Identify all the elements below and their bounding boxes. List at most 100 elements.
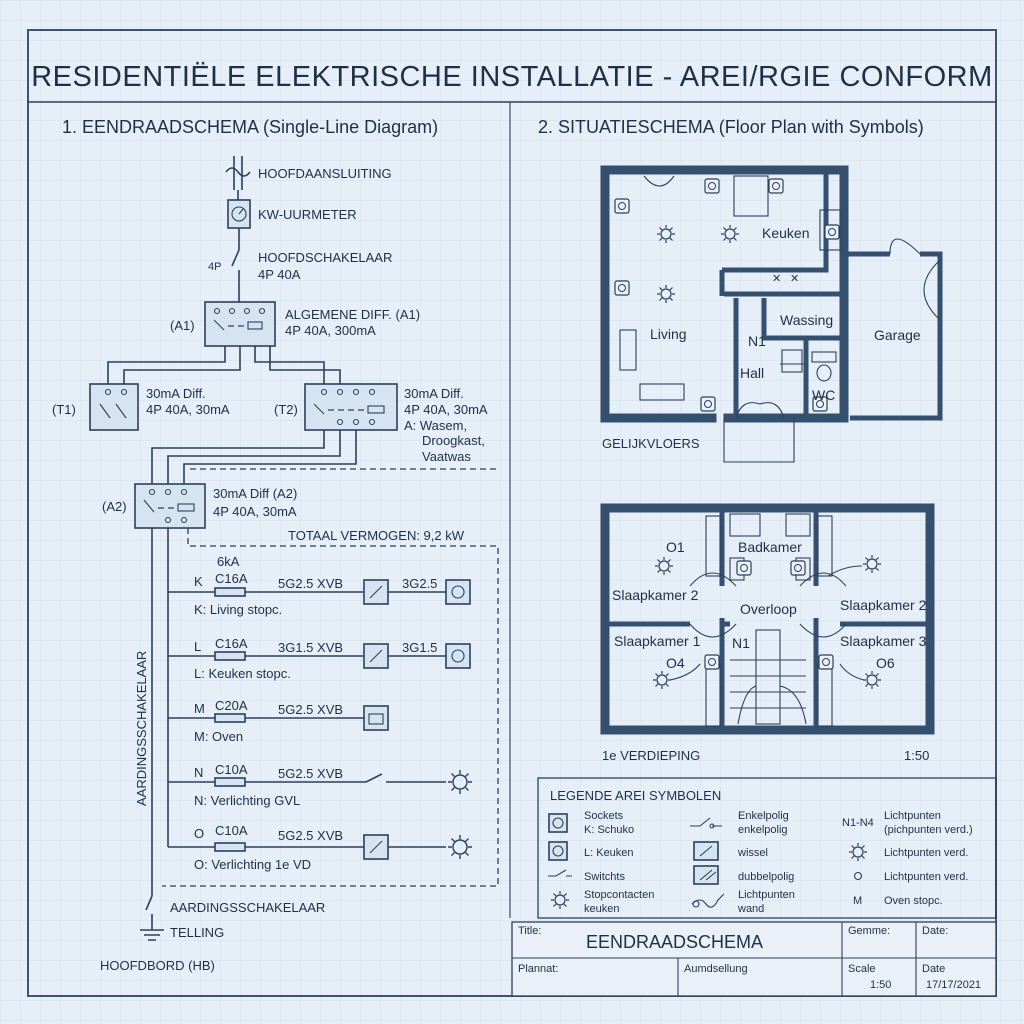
rcd-a1-tag: (A1) — [170, 318, 195, 333]
svg-text:N: N — [194, 765, 203, 780]
svg-text:O: O — [194, 826, 204, 841]
rcd-a2-tag: (A2) — [102, 499, 127, 514]
circuit-o: O C10A 5G2.5 XVB O: Verlichting 1e VD — [168, 823, 473, 872]
svg-text:C10A: C10A — [215, 823, 248, 838]
svg-text:Lichtpunten verd.: Lichtpunten verd. — [884, 847, 968, 859]
svg-text:3G1.5 XVB: 3G1.5 XVB — [278, 640, 343, 655]
svg-text:K: K — [194, 574, 203, 589]
rcd-t2-label: 30mA Diff. — [404, 386, 464, 401]
main-board-label: HOOFDBORD (HB) — [100, 958, 215, 973]
earth-switch-label: AARDINGSSCHAKELAAR — [170, 900, 325, 915]
main-switch-label: HOOFDSCHAKELAAR — [258, 250, 392, 265]
kitchen-socket-legend-icon — [548, 841, 568, 861]
rcd-t2-rating: 4P 40A, 30mA — [404, 402, 488, 417]
svg-text:Sockets: Sockets — [584, 810, 624, 822]
floor-plans: 2. SITUATIESCHEMA (Floor Plan with Symbo… — [538, 117, 943, 763]
rcd-a2-rating: 4P 40A, 30mA — [213, 504, 297, 519]
svg-text:enkelpolig: enkelpolig — [738, 824, 788, 836]
room-living: Living — [650, 326, 687, 342]
room-garage: Garage — [874, 327, 921, 343]
svg-text:3G1.5: 3G1.5 — [402, 640, 437, 655]
rcd-t2-symbol — [304, 383, 398, 431]
room-slaapkamer-1: Slaapkamer 1 — [614, 633, 701, 649]
vertical-earth-label: AARDINGSSCHAKELAAR — [134, 651, 149, 806]
svg-text:wissel: wissel — [737, 847, 768, 859]
rcd-t2-tag: (T2) — [274, 402, 298, 417]
svg-text:✕: ✕ — [772, 273, 781, 285]
svg-text:3G2.5: 3G2.5 — [402, 576, 437, 591]
first-floor-plan: Badkamer O1 Slaapkamer 2 Overloop Slaapk… — [600, 503, 935, 763]
svg-text:M: Oven: M: Oven — [194, 729, 243, 744]
hoofdaansluiting-label: HOOFDAANSLUITING — [258, 166, 392, 181]
single-line-diagram: 1. EENDRAADSCHEMA (Single-Line Diagram) … — [52, 117, 499, 973]
oven-symbol — [363, 705, 389, 731]
ground-symbol — [140, 929, 164, 941]
svg-text:Lichtpunten: Lichtpunten — [738, 889, 795, 901]
rcd-t1-symbol — [89, 383, 139, 431]
circuit-n: N C10A 5G2.5 XVB N: Verlichting GVL — [168, 762, 473, 808]
socket-k-symbol — [445, 579, 471, 605]
circuit-l: L C16A 3G1.5 XVB 3G1.5 L: Keuken stopc. — [168, 636, 471, 681]
rcd-a2-label: 30mA Diff (A2) — [213, 486, 297, 501]
breaker-rating-ka: 6kA — [217, 554, 240, 569]
first-floor-label: 1e VERDIEPING — [602, 748, 700, 763]
svg-text:C20A: C20A — [215, 698, 248, 713]
svg-text:Enkelpolig: Enkelpolig — [738, 810, 789, 822]
legend: LEGENDE AREI SYMBOLEN Sockets K: Schuko … — [537, 777, 997, 919]
svg-text:N1-N4: N1-N4 — [842, 817, 874, 829]
svg-text:L: L — [194, 639, 201, 654]
telling-label: TELLING — [170, 925, 224, 940]
room-wc: WC — [812, 387, 835, 403]
room-slaapkamer-3: Slaapkamer 3 — [840, 633, 927, 649]
room-slaapkamer-2-right: Slaapkamer 2 — [840, 597, 927, 613]
svg-text:Oven stopc.: Oven stopc. — [884, 895, 943, 907]
main-switch-poles: 4P — [208, 261, 221, 273]
svg-text:5G2.5 XVB: 5G2.5 XVB — [278, 576, 343, 591]
room-badkamer: Badkamer — [738, 539, 802, 555]
ground-floor-plan: ✕ ✕ Keuken Living Wassing Garage N1 Hall… — [600, 165, 943, 463]
svg-text:5G2.5 XVB: 5G2.5 XVB — [278, 766, 343, 781]
ground-floor-label: GELIJKVLOERS — [602, 436, 700, 451]
main-switch-symbol — [231, 249, 240, 267]
svg-text:Stopcontacten: Stopcontacten — [584, 889, 654, 901]
supply-symbol — [225, 167, 251, 177]
lamp-tag-o4: O4 — [666, 655, 685, 671]
room-overloop: Overloop — [740, 601, 797, 617]
svg-text:N: Verlichting GVL: N: Verlichting GVL — [194, 793, 300, 808]
svg-text:Plannat:: Plannat: — [518, 963, 558, 975]
sheet-title: RESIDENTIËLE ELEKTRISCHE INSTALLATIE - A… — [31, 61, 993, 93]
svg-text:Switchts: Switchts — [584, 871, 625, 883]
svg-text:C16A: C16A — [215, 571, 248, 586]
rcd-t1-tag: (T1) — [52, 402, 76, 417]
svg-text:wand: wand — [737, 903, 764, 915]
room-slaapkamer-2-left: Slaapkamer 2 — [612, 587, 699, 603]
svg-text:K: Living stopc.: K: Living stopc. — [194, 602, 282, 617]
svg-text:Title:: Title: — [518, 925, 541, 937]
circuit-k: 6kA K C16A 5G2.5 XVB 3G2.5 K: Living sto… — [168, 554, 471, 617]
light-point-legend-icon — [853, 871, 863, 881]
svg-text:Lichtpunten: Lichtpunten — [884, 810, 941, 822]
svg-text:Scale: Scale — [848, 963, 876, 975]
lamp-tag-o1: O1 — [666, 539, 685, 555]
svg-text:M: M — [194, 701, 205, 716]
room-wassing: Wassing — [780, 312, 833, 328]
svg-text:C16A: C16A — [215, 636, 248, 651]
main-switch-rating: 4P 40A — [258, 267, 301, 282]
svg-text:M: M — [853, 895, 862, 907]
lamp-tag-n1: N1 — [732, 635, 750, 651]
svg-text:Date:: Date: — [922, 925, 948, 937]
earth-switch-symbol — [145, 895, 153, 911]
rcd-a1-label: ALGEMENE DIFF. (A1) — [285, 307, 420, 322]
svg-text:L: Keuken: L: Keuken — [584, 847, 634, 859]
lamp-tag-o6: O6 — [876, 655, 895, 671]
total-power-label: TOTAAL VERMOGEN: 9,2 kW — [288, 528, 465, 543]
sld-heading: 1. EENDRAADSCHEMA (Single-Line Diagram) — [62, 117, 438, 137]
plan-heading: 2. SITUATIESCHEMA (Floor Plan with Symbo… — [538, 117, 924, 137]
switch-legend-icon — [548, 869, 572, 877]
svg-text:C10A: C10A — [215, 762, 248, 777]
rcd-t2-note-3: Vaatwas — [422, 449, 471, 464]
svg-text:keuken: keuken — [584, 903, 619, 915]
rcd-t2-note-2: Droogkast, — [422, 433, 485, 448]
socket-legend-icon — [548, 813, 568, 833]
